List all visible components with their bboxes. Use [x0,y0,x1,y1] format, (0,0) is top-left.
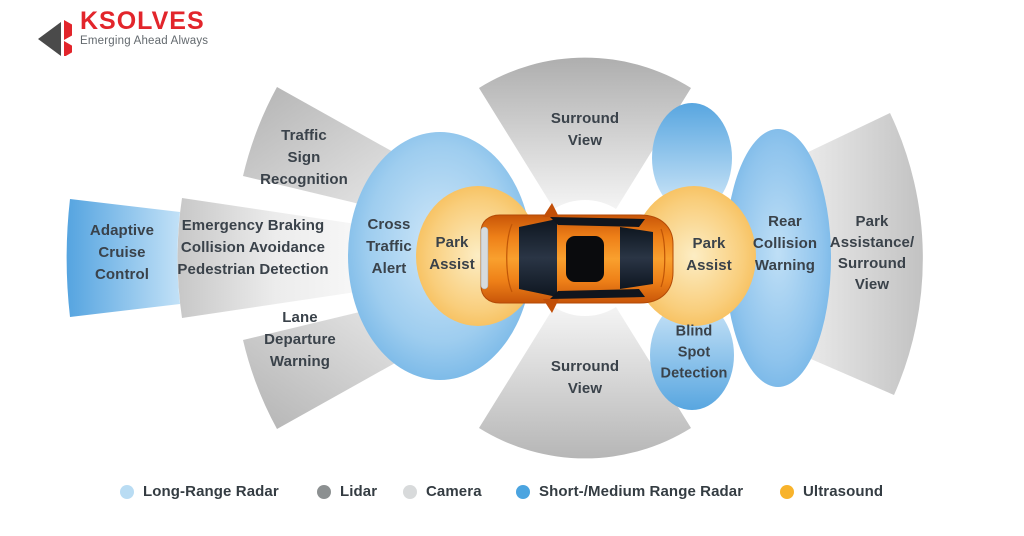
short-medium-range-radar-dot-icon [516,484,530,499]
adaptive-cruise-wedge-shape [66,199,180,317]
legend-item-lidar: Lidar [317,483,377,500]
legend-item-long-range-radar: Long-Range Radar [120,483,279,500]
emergency-braking-wedge-shape [177,198,356,318]
legend-item-short-medium-range-radar: Short-/Medium Range Radar [516,483,743,500]
legend-label: Camera [426,483,482,500]
ksolves-logo: KSOLVES Emerging Ahead Always [26,8,208,56]
car-top-view [480,203,674,313]
car-rear-window [620,227,653,289]
car-sunroof [566,236,604,282]
surround-view-top-wedge-shape [479,57,691,210]
car-trunk-line [660,228,666,288]
ksolves-logo-icon [38,20,72,56]
legend-label: Ultrasound [803,483,884,500]
car-front-bumper [480,226,489,290]
lidar-dot-icon [317,484,331,499]
rear-collision-zone-shape [725,129,831,387]
legend-label: Short-/Medium Range Radar [539,483,744,500]
car-side-window-bottom [550,289,645,299]
legend-label: Lidar [340,483,378,500]
legend-item-camera: Camera [403,483,482,500]
blind-spot-zone-top-shape [652,103,732,213]
brand-tagline: Emerging Ahead Always [80,35,209,47]
car-hood-line [506,223,513,293]
car-mirror-top [543,203,559,217]
park-assistance-arc-shape [802,113,923,395]
camera-dot-icon [403,484,417,499]
sensor-legend: Long-Range Radar Lidar Camera Short-/Med… [0,483,1024,503]
ultrasound-dot-icon [780,484,794,499]
legend-label: Long-Range Radar [143,483,279,500]
surround-view-bottom-wedge-shape [479,307,691,459]
car-side-window-top [550,217,645,227]
legend-item-ultrasound: Ultrasound [780,483,883,500]
car-windshield [519,219,557,297]
long-range-radar-dot-icon [120,484,134,499]
car-mirror-bottom [543,299,559,313]
brand-name: KSOLVES [80,7,205,35]
blind-spot-zone-bottom-shape [650,300,734,410]
